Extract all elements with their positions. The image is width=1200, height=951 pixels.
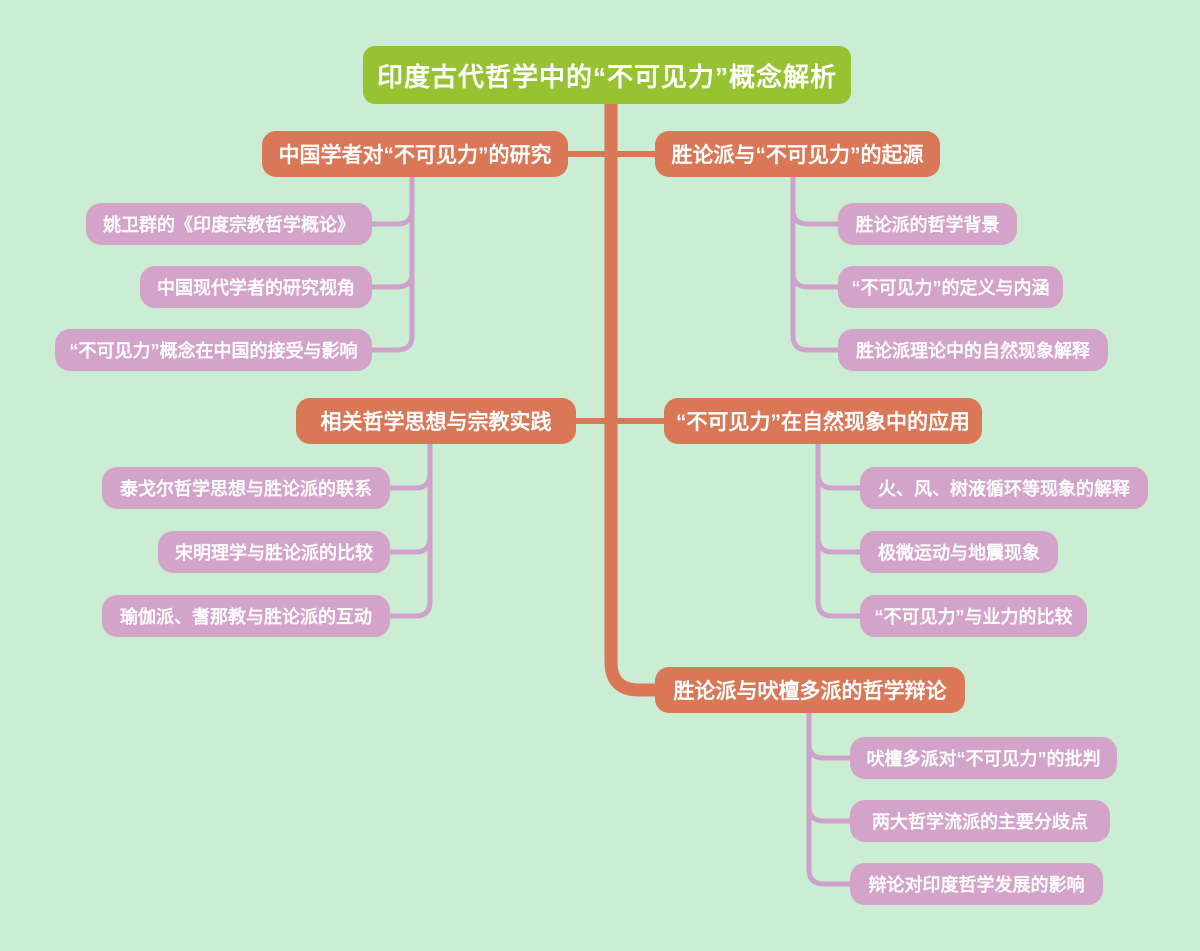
subtopic-node[interactable]: 泰戈尔哲学思想与胜论派的联系 — [102, 467, 390, 509]
branch-node-related-philosophy[interactable]: 相关哲学思想与宗教实践 — [296, 398, 576, 444]
branch-node-vedanta-debate[interactable]: 胜论派与吠檀多派的哲学辩论 — [655, 667, 965, 713]
edge-child — [806, 804, 853, 824]
subtopic-node[interactable]: 火、风、树液循环等现象的解释 — [860, 467, 1148, 509]
edge-child — [815, 471, 863, 491]
edge-child — [369, 270, 415, 290]
edge-child — [369, 174, 415, 353]
edge-child — [815, 441, 863, 619]
edge-child — [806, 741, 853, 761]
edge-child — [790, 270, 841, 290]
edge-child — [387, 441, 433, 619]
edge-child — [815, 535, 863, 555]
branch-node-natural-phenomena[interactable]: “不可见力”在自然现象中的应用 — [664, 398, 982, 444]
subtopic-node[interactable]: 中国现代学者的研究视角 — [140, 266, 372, 308]
branch-node-vaisheshika-origin[interactable]: 胜论派与“不可见力”的起源 — [655, 131, 940, 177]
subtopic-node[interactable]: 辩论对印度哲学发展的影响 — [850, 863, 1103, 905]
edge-child — [387, 535, 433, 555]
subtopic-node[interactable]: 胜论派的哲学背景 — [838, 203, 1017, 245]
edge-child — [806, 711, 853, 887]
subtopic-node[interactable]: 吠檀多派对“不可见力”的批判 — [850, 737, 1117, 779]
edge-trunk — [604, 100, 657, 697]
subtopic-node[interactable]: “不可见力”的定义与内涵 — [838, 266, 1063, 308]
edge-child — [387, 471, 433, 491]
subtopic-node[interactable]: 胜论派理论中的自然现象解释 — [838, 329, 1108, 371]
subtopic-node[interactable]: 极微运动与地震现象 — [860, 531, 1058, 573]
subtopic-node[interactable]: “不可见力”概念在中国的接受与影响 — [55, 329, 372, 371]
branch-node-china-research[interactable]: 中国学者对“不可见力”的研究 — [262, 131, 568, 177]
edge-child — [790, 207, 841, 227]
edge-child — [369, 207, 415, 227]
subtopic-node[interactable]: “不可见力”与业力的比较 — [860, 595, 1087, 637]
subtopic-node[interactable]: 瑜伽派、耆那教与胜论派的互动 — [102, 595, 390, 637]
root-topic-node[interactable]: 印度古代哲学中的“不可见力”概念解析 — [363, 46, 851, 104]
subtopic-node[interactable]: 宋明理学与胜论派的比较 — [158, 531, 390, 573]
subtopic-node[interactable]: 两大哲学流派的主要分歧点 — [850, 800, 1110, 842]
edge-child — [790, 174, 841, 353]
subtopic-node[interactable]: 姚卫群的《印度宗教哲学概论》 — [86, 203, 372, 245]
